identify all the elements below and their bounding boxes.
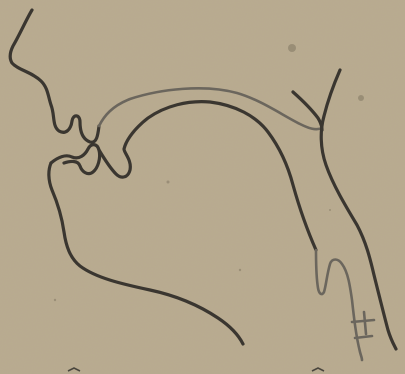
- diagram-canvas: [0, 0, 405, 374]
- vocal-tract-diagram: [0, 0, 405, 374]
- paper-texture: [0, 0, 405, 374]
